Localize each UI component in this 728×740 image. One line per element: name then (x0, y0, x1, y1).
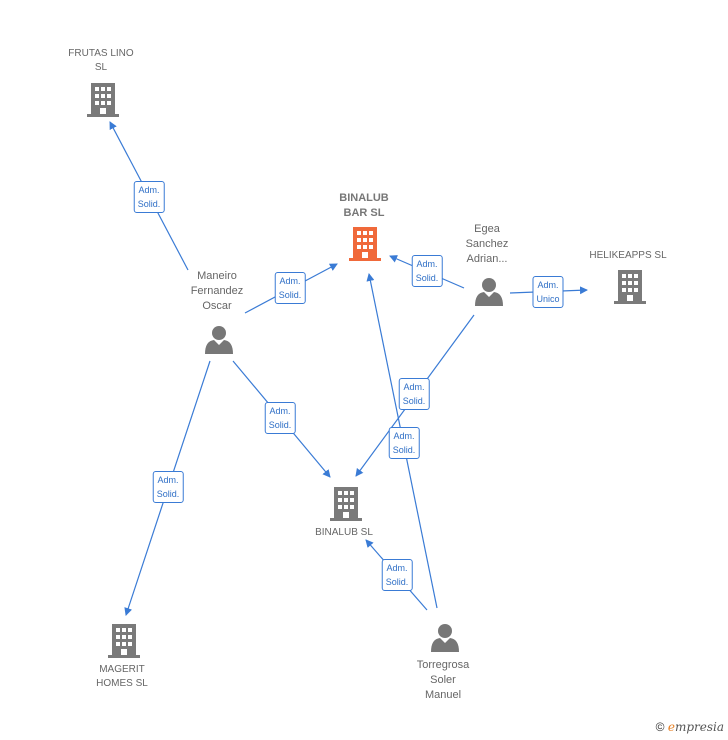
person-icon (205, 326, 233, 354)
relation-badge-egea-binalubbar[interactable]: Adm. Solid. (411, 255, 443, 287)
building-icon (108, 624, 140, 658)
label-line: HELIKEAPPS SL (589, 250, 667, 261)
relation-line: Adm. (279, 276, 301, 286)
company-frutas-lino-label[interactable]: FRUTAS LINO SL (68, 47, 133, 75)
relation-line: Solid. (402, 396, 426, 406)
relation-badge-maneiro-magerit[interactable]: Adm. Solid. (152, 471, 184, 503)
relation-line: Solid. (415, 273, 439, 283)
focus-building-icon (349, 227, 381, 261)
person-maneiro-label[interactable]: Maneiro Fernandez Oscar (191, 269, 244, 314)
relation-line: Solid. (385, 577, 409, 587)
relation-badge-torregrosa-binalub[interactable]: Adm. Solid. (381, 559, 413, 591)
company-binalub-label[interactable]: BINALUB SL (315, 526, 373, 540)
label-line: Manuel (424, 689, 462, 701)
relation-line: Adm. (416, 259, 438, 269)
relation-line: Solid. (137, 199, 161, 209)
relation-badge-maneiro-binalub[interactable]: Adm. Solid. (264, 402, 296, 434)
label-line: MAGERIT (99, 664, 145, 675)
relation-line: Solid. (392, 445, 416, 455)
building-icon (330, 487, 362, 521)
relation-line: Solid. (268, 420, 292, 430)
relation-line: Adm. (386, 563, 408, 573)
relation-line: Solid. (156, 489, 180, 499)
person-torregrosa-label[interactable]: Torregrosa Soler Manuel (417, 658, 470, 703)
brand-logo: empresia (668, 720, 724, 734)
building-icon (614, 270, 646, 304)
label-line: Sanchez (465, 238, 509, 250)
relation-badge-egea-helikeapps[interactable]: Adm. Unico (532, 276, 564, 308)
label-line: Soler (430, 674, 456, 686)
relation-line: Adm. (537, 280, 559, 290)
company-helikeapps-label[interactable]: HELIKEAPPS SL (589, 249, 666, 263)
relation-badge-maneiro-frutas[interactable]: Adm. Solid. (133, 181, 165, 213)
relation-line: Adm. (403, 382, 425, 392)
person-icon (431, 624, 459, 652)
company-binalub-bar-label[interactable]: BINALUB BAR SL (339, 191, 389, 221)
person-egea-label[interactable]: Egea Sanchez Adrian... (466, 222, 509, 267)
label-line: BINALUB SL (315, 527, 373, 538)
person-icon (475, 278, 503, 306)
label-line: Adrian... (466, 253, 508, 265)
relation-badge-torregrosa-binalubbar[interactable]: Adm. Solid. (388, 427, 420, 459)
relation-line: Adm. (269, 406, 291, 416)
label-line: Torregrosa (416, 659, 470, 671)
label-line: SL (94, 62, 108, 73)
building-icon (87, 83, 119, 117)
relation-line: Adm. (138, 185, 160, 195)
label-line: BINALUB (339, 192, 389, 204)
label-line: HOMES SL (96, 678, 148, 689)
label-line: Maneiro (197, 270, 237, 282)
label-line: Oscar (202, 300, 232, 312)
relation-line: Unico (536, 294, 560, 304)
relation-badge-maneiro-binalubbar[interactable]: Adm. Solid. (274, 272, 306, 304)
company-magerit-label[interactable]: MAGERIT HOMES SL (96, 663, 148, 691)
brand-initial: e (667, 720, 675, 734)
relation-line: Solid. (278, 290, 302, 300)
relation-line: Adm. (157, 475, 179, 485)
relation-badge-egea-binalub[interactable]: Adm. Solid. (398, 378, 430, 410)
label-line: Egea (474, 223, 500, 235)
label-line: Fernandez (190, 285, 244, 297)
label-line: BAR SL (343, 207, 385, 219)
copyright-symbol: © (655, 720, 665, 734)
label-line: FRUTAS LINO (68, 48, 134, 59)
brand-rest: mpresia (674, 720, 724, 734)
relation-line: Adm. (393, 431, 415, 441)
footer-brand: © empresia (656, 720, 724, 734)
